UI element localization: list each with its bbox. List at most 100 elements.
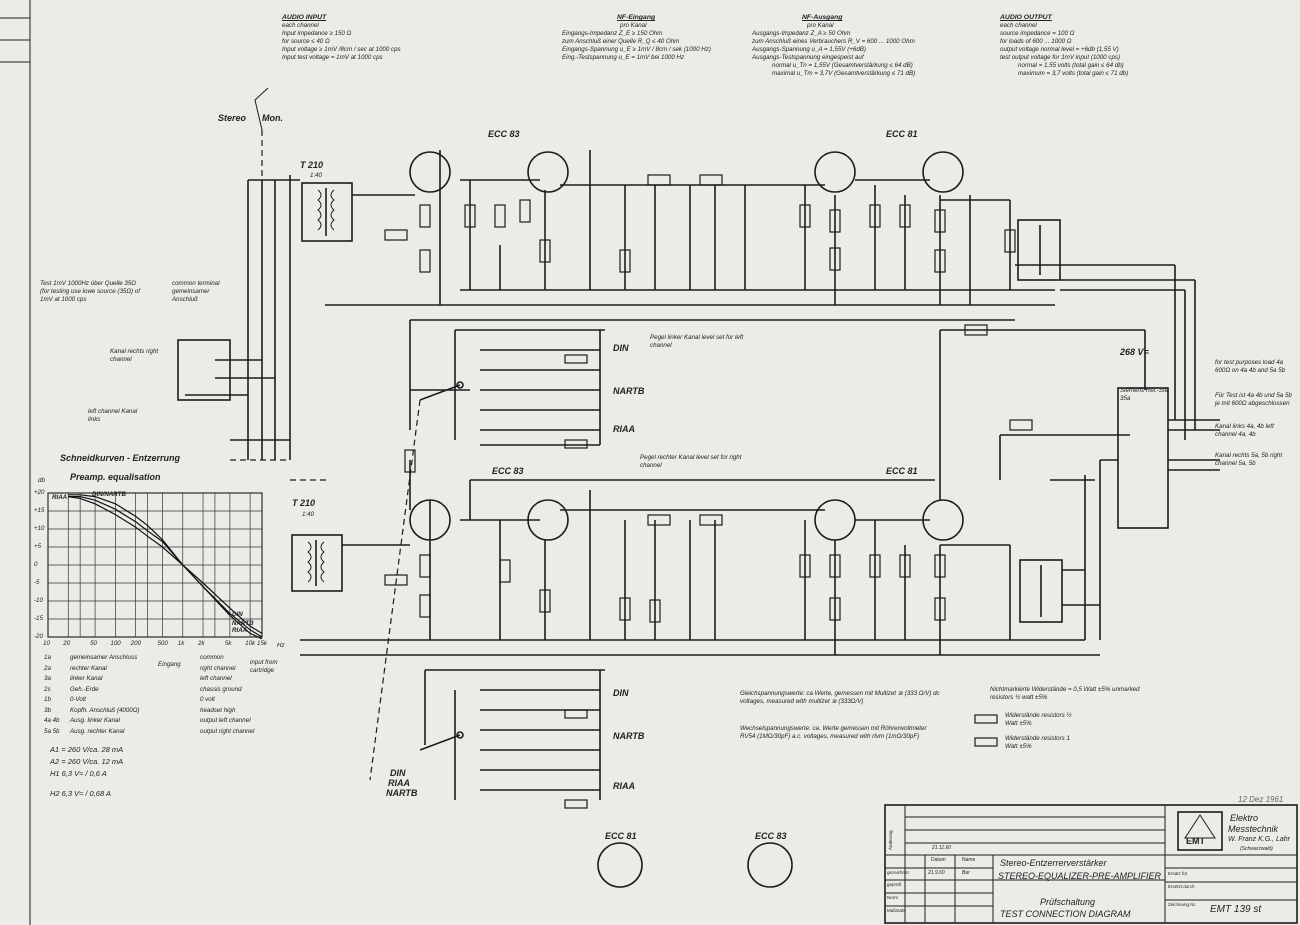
supply-bus	[939, 329, 1220, 640]
chart-x-tick: 1k	[177, 640, 185, 647]
chart-left-legend: RIAA	[52, 494, 68, 501]
tube-v4a	[814, 499, 856, 541]
tube-v3b	[527, 499, 569, 541]
ersetzt-durch: Ersetzt durch	[1168, 884, 1195, 889]
legend-group-en: input from cartridge	[250, 659, 278, 674]
audio-input-block: AUDIO INPUT each channel Input impedance…	[282, 14, 401, 62]
nf-ausgang-line: Ausgangs-Testspannung eingespeist auf	[752, 54, 864, 61]
resistor-symbols	[384, 174, 1033, 809]
legend-code: 5a 5b	[44, 727, 60, 735]
eq-label-riaa-top: RIAA	[613, 424, 635, 434]
chart-y-tick: 0	[34, 561, 38, 568]
nf-ausgang-line: Ausgangs-Impedanz Z_A ≥ 50 Ohm	[752, 30, 851, 37]
eq-label-din-top: DIN	[613, 343, 629, 353]
subtitle-en: TEST CONNECTION DIAGRAM	[1000, 909, 1131, 919]
chart-series-label: DIN	[232, 611, 243, 618]
nf-ausgang-line: pro Kanal	[807, 22, 834, 29]
nf-eingang-line: Eingangs-Spannung u_E ≥ 1mV / 8cm / sek …	[562, 46, 711, 53]
legend-en: common	[200, 654, 224, 661]
nf-eingang-line: pro Kanal	[620, 22, 647, 29]
kanal-links-note: Kanal links 4a, 4b left channel 4a, 4b	[1215, 423, 1274, 438]
transformer-top-ratio: 1:40	[310, 172, 323, 179]
chart-x-tick: 200	[130, 640, 141, 647]
transformer-bottom-label: T 210	[292, 498, 316, 508]
tube-label-ecc83-top: ECC 83	[488, 129, 520, 139]
tube-pinout-ecc83	[747, 842, 793, 888]
revision-date: 21.11.60	[932, 845, 952, 851]
nf-ausgang-line: normal u_Tn = 1,55V (Gesamtverstärkung ≤…	[772, 62, 913, 69]
legend-code: 4a 4b	[44, 717, 60, 724]
chart-x-tick: 100	[110, 640, 121, 647]
row-norm: Norm	[887, 895, 898, 900]
input-connector	[177, 339, 231, 401]
dc-measurement-note: Gleichspannungswerte: ca Werte, gemessen…	[740, 690, 940, 705]
chart-y-tick: +20	[34, 489, 45, 496]
legend-en: headset high	[200, 706, 236, 714]
chart-x-tick: 15k	[257, 640, 267, 647]
pegel-left-note: Pegel linker Kanal level set for left ch…	[650, 334, 744, 349]
date-drawn: 21.9.60	[928, 870, 945, 876]
tube-symbols	[409, 151, 964, 888]
header-name: Name	[962, 857, 976, 863]
common-terminal-note: common terminal gemeinsamer Anschluß	[172, 280, 220, 303]
nf-eingang-block: NF-Eingang pro Kanal Eingangs-Impedanz Z…	[562, 14, 711, 62]
audio-output-line: source impedance = 100 Ω	[1000, 30, 1075, 37]
audio-output-line: output voltage normal level = +6db (1,55…	[1000, 46, 1119, 53]
audio-output-line: test output voltage for 1mV input (1000 …	[1000, 54, 1121, 61]
pegel-right-note: Pegel rechter Kanal level set for right …	[640, 454, 742, 469]
transformer-bottom	[291, 534, 343, 592]
legend-de: Ausg. linker Kanal	[70, 717, 120, 724]
tube-v2b	[922, 151, 964, 193]
tube-v3a	[409, 499, 451, 541]
chart-series-riaa	[68, 494, 263, 640]
legend-de: linker Kanal	[70, 675, 103, 682]
input-wiring	[177, 87, 300, 460]
resistors-one-watt-note: Widerstände resistors 1 Watt ±5%	[1005, 735, 1070, 750]
row-gepruft: geprüft	[887, 882, 902, 887]
resistors-half-watt-note: Widerstände resistors ½ Watt ±5%	[1005, 712, 1072, 727]
chart-title: Schneidkurven - Entzerrung	[60, 453, 181, 463]
tube-label-ecc81-top: ECC 81	[886, 129, 918, 139]
legend-de: Ausg. rechter Kanal	[70, 727, 125, 735]
chart-x-tick: 500	[157, 640, 168, 647]
chart-series-label: RIAA	[232, 627, 248, 634]
date-stamp: 12 Dez 1961	[1238, 795, 1284, 804]
tube-v2a	[814, 151, 856, 193]
eq-chart-series	[68, 494, 263, 640]
test-purposes-note: for test purposes load 4a 600Ω on 4a 4b …	[1215, 359, 1286, 374]
zeichnung-nr: Zeichnung Nr.	[1168, 902, 1197, 907]
eq-label-nartb-top: NARTB	[613, 386, 645, 396]
chart-ylabel: db	[38, 477, 45, 484]
nf-eingang-line: Eing.-Testspannung u_E = 1mV bei 1000 Hz	[562, 54, 685, 61]
transformer-top	[301, 182, 353, 242]
legend-de: 0-Volt	[70, 696, 86, 703]
chart-y-tick: -15	[34, 615, 43, 622]
tube-v1a	[409, 151, 451, 193]
chart-y-tick: -5	[34, 579, 40, 586]
legend-en: chassis ground	[200, 685, 242, 693]
tube-v4b	[922, 499, 964, 541]
chart-x-tick: 5k	[224, 640, 232, 647]
audio-output-line: each channel	[1000, 22, 1037, 29]
row-massstab: Maßstab	[887, 908, 905, 913]
test-source-note: Test 1mV 1000Hz über Quelle 35Ω (for tes…	[40, 280, 140, 303]
audio-output-line: for loads of 600 ... 1000 Ω	[1000, 38, 1072, 45]
chart-series-nartb	[68, 496, 263, 638]
chart-x-tick: 20	[63, 640, 71, 647]
tube-pinout-ecc81	[597, 842, 643, 888]
legend-de: rechter Kanal	[70, 664, 107, 672]
chart-x-tick: 10k	[245, 640, 256, 647]
nf-ausgang-line: zum Anschluß eines Verbrauchers R_V = 60…	[752, 38, 915, 45]
chart-y-tick: -10	[34, 597, 43, 604]
title-en: STEREO-EQUALIZER-PRE-AMPLIFIER	[998, 871, 1162, 881]
audio-output-block: AUDIO OUTPUT each channel source impedan…	[1000, 14, 1128, 78]
right-channel-note: Kanal rechts right channel	[110, 348, 159, 363]
ground-dashed	[230, 459, 330, 481]
audio-output-line: normal = 1,55 volts (total gain ≤ 64 db)	[1018, 62, 1124, 69]
resistors-note: Nichtmarkierte Widerstände = 0,5 Watt ±5…	[990, 686, 1140, 701]
eq-network-top	[410, 329, 605, 446]
legend-code: 2a	[44, 664, 51, 672]
header-datum: Datum	[931, 857, 946, 863]
eq-label-riaa-bottom: RIAA	[613, 781, 635, 791]
